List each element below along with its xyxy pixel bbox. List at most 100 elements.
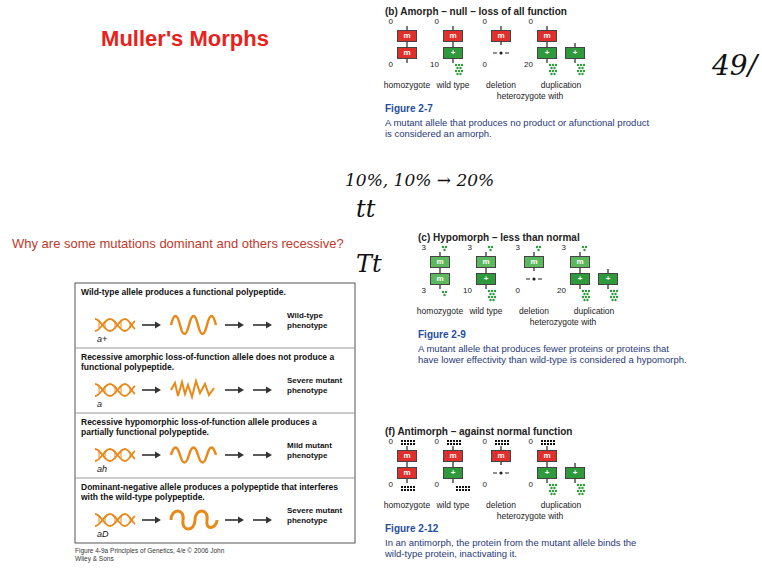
panel-title: (c) Hypomorph – less than normal: [418, 232, 580, 244]
count-number: 0: [417, 480, 439, 490]
column-label: wild type: [423, 500, 483, 510]
allele-letter: m: [403, 49, 410, 57]
allele-box: m: [443, 30, 463, 42]
column-label: deletion: [471, 80, 531, 90]
column-label: duplication: [564, 306, 624, 316]
count-number: 0: [511, 17, 533, 27]
allele-symbol: a+: [97, 334, 107, 344]
allele-letter: +: [606, 275, 611, 283]
allele-letter: m: [449, 452, 456, 460]
allele-box: m: [491, 450, 511, 462]
phenotype-label: Severe mutant phenotype: [287, 376, 351, 395]
allele-box: m: [397, 47, 417, 59]
allele-letter: +: [545, 469, 550, 477]
count-number: 0: [417, 437, 439, 447]
allele-box: +: [598, 273, 618, 285]
allele-box: +: [565, 467, 585, 479]
allele-letter: +: [451, 469, 456, 477]
allele-letter: +: [573, 49, 578, 57]
count-number: 3: [404, 243, 426, 253]
figure-caption: A mutant allele that produces fewer prot…: [418, 343, 688, 366]
figure-credit: Figure 4-9a Principles of Genetics, 4/e …: [75, 547, 225, 563]
handwritten-note: Tt: [356, 252, 382, 276]
allele-box: m: [570, 256, 590, 268]
allele-section: Recessive hypomorphic loss-of-function a…: [75, 413, 355, 478]
count-number: 0: [417, 17, 439, 27]
section-heading: Recessive amorphic loss-of-function alle…: [81, 352, 349, 372]
allele-box: m: [397, 467, 417, 479]
group-label: heterozygote with: [498, 317, 628, 327]
count-number: 3: [498, 243, 520, 253]
column-label: deletion: [471, 500, 531, 510]
allele-section: Wild-type allele produces a functional p…: [75, 283, 355, 348]
allele-letter: m: [436, 258, 443, 266]
allele-letter: +: [484, 275, 489, 283]
allele-letter: m: [449, 32, 456, 40]
allele-box: m: [430, 273, 450, 285]
count-number: 0: [371, 60, 393, 70]
allele-letter: m: [436, 275, 443, 283]
count-number: 0: [498, 286, 520, 296]
allele-box: +: [443, 47, 463, 59]
allele-letter: m: [543, 452, 550, 460]
allele-letter: +: [573, 469, 578, 477]
count-number: 0: [511, 480, 533, 490]
handwritten-note: 10%, 10% → 20%: [345, 172, 494, 189]
figure-number: Figure 2-12: [385, 523, 585, 535]
allele-symbol: a: [97, 399, 102, 409]
allele-box: +: [537, 467, 557, 479]
allele-section: Recessive amorphic loss-of-function alle…: [75, 348, 355, 413]
allele-box: +: [570, 273, 590, 285]
handwritten-note: tt: [356, 197, 375, 221]
panel-title: (b) Amorph – null – loss of all function: [385, 6, 567, 18]
allele-letter: +: [451, 49, 456, 57]
column-label: homozygote: [377, 500, 437, 510]
allele-box: +: [565, 47, 585, 59]
allele-letter: m: [482, 258, 489, 266]
column-label: wild type: [456, 306, 516, 316]
column-label: homozygote: [410, 306, 470, 316]
count-number: 0: [465, 480, 487, 490]
allele-letter: m: [403, 32, 410, 40]
allele-box: m: [443, 450, 463, 462]
allele-box: m: [537, 30, 557, 42]
allele-box: m: [397, 450, 417, 462]
count-number: 0: [371, 437, 393, 447]
allele-box: m: [537, 450, 557, 462]
count-number: 20: [544, 286, 566, 296]
allele-box: m: [524, 256, 544, 268]
allele-box: +: [476, 273, 496, 285]
column-label: duplication: [531, 500, 591, 510]
count-number: 20: [511, 60, 533, 70]
section-heading: Wild-type allele produces a functional p…: [81, 287, 349, 297]
count-number: 3: [450, 243, 472, 253]
allele-box: +: [537, 47, 557, 59]
phenotype-label: Mild mutant phenotype: [287, 441, 351, 460]
allele-letter: m: [530, 258, 537, 266]
allele-letter: m: [403, 452, 410, 460]
count-number: 0: [371, 17, 393, 27]
figure-caption: In an antimorph, the protein from the mu…: [385, 537, 655, 560]
allele-box: +: [443, 467, 463, 479]
count-number: 10: [450, 286, 472, 296]
allele-section: Dominant-negative allele produces a poly…: [75, 478, 355, 543]
allele-box: m: [397, 30, 417, 42]
column-label: duplication: [531, 80, 591, 90]
handwritten-note: 49/: [712, 52, 757, 80]
allele-symbol: ah: [97, 464, 107, 474]
count-number: 0: [371, 480, 393, 490]
column-label: homozygote: [377, 80, 437, 90]
group-label: heterozygote with: [465, 511, 595, 521]
allele-letter: +: [578, 275, 583, 283]
count-number: 10: [417, 60, 439, 70]
allele-letter: m: [403, 469, 410, 477]
allele-box: m: [430, 256, 450, 268]
figure-caption: A mutant allele that produces no product…: [385, 117, 655, 140]
count-number: 3: [544, 243, 566, 253]
group-label: heterozygote with: [465, 91, 595, 101]
allele-letter: m: [576, 258, 583, 266]
allele-letter: m: [497, 452, 504, 460]
slide-title: Muller's Morphs: [20, 26, 350, 52]
allele-symbol: aD: [97, 529, 109, 539]
count-number: 0: [465, 60, 487, 70]
